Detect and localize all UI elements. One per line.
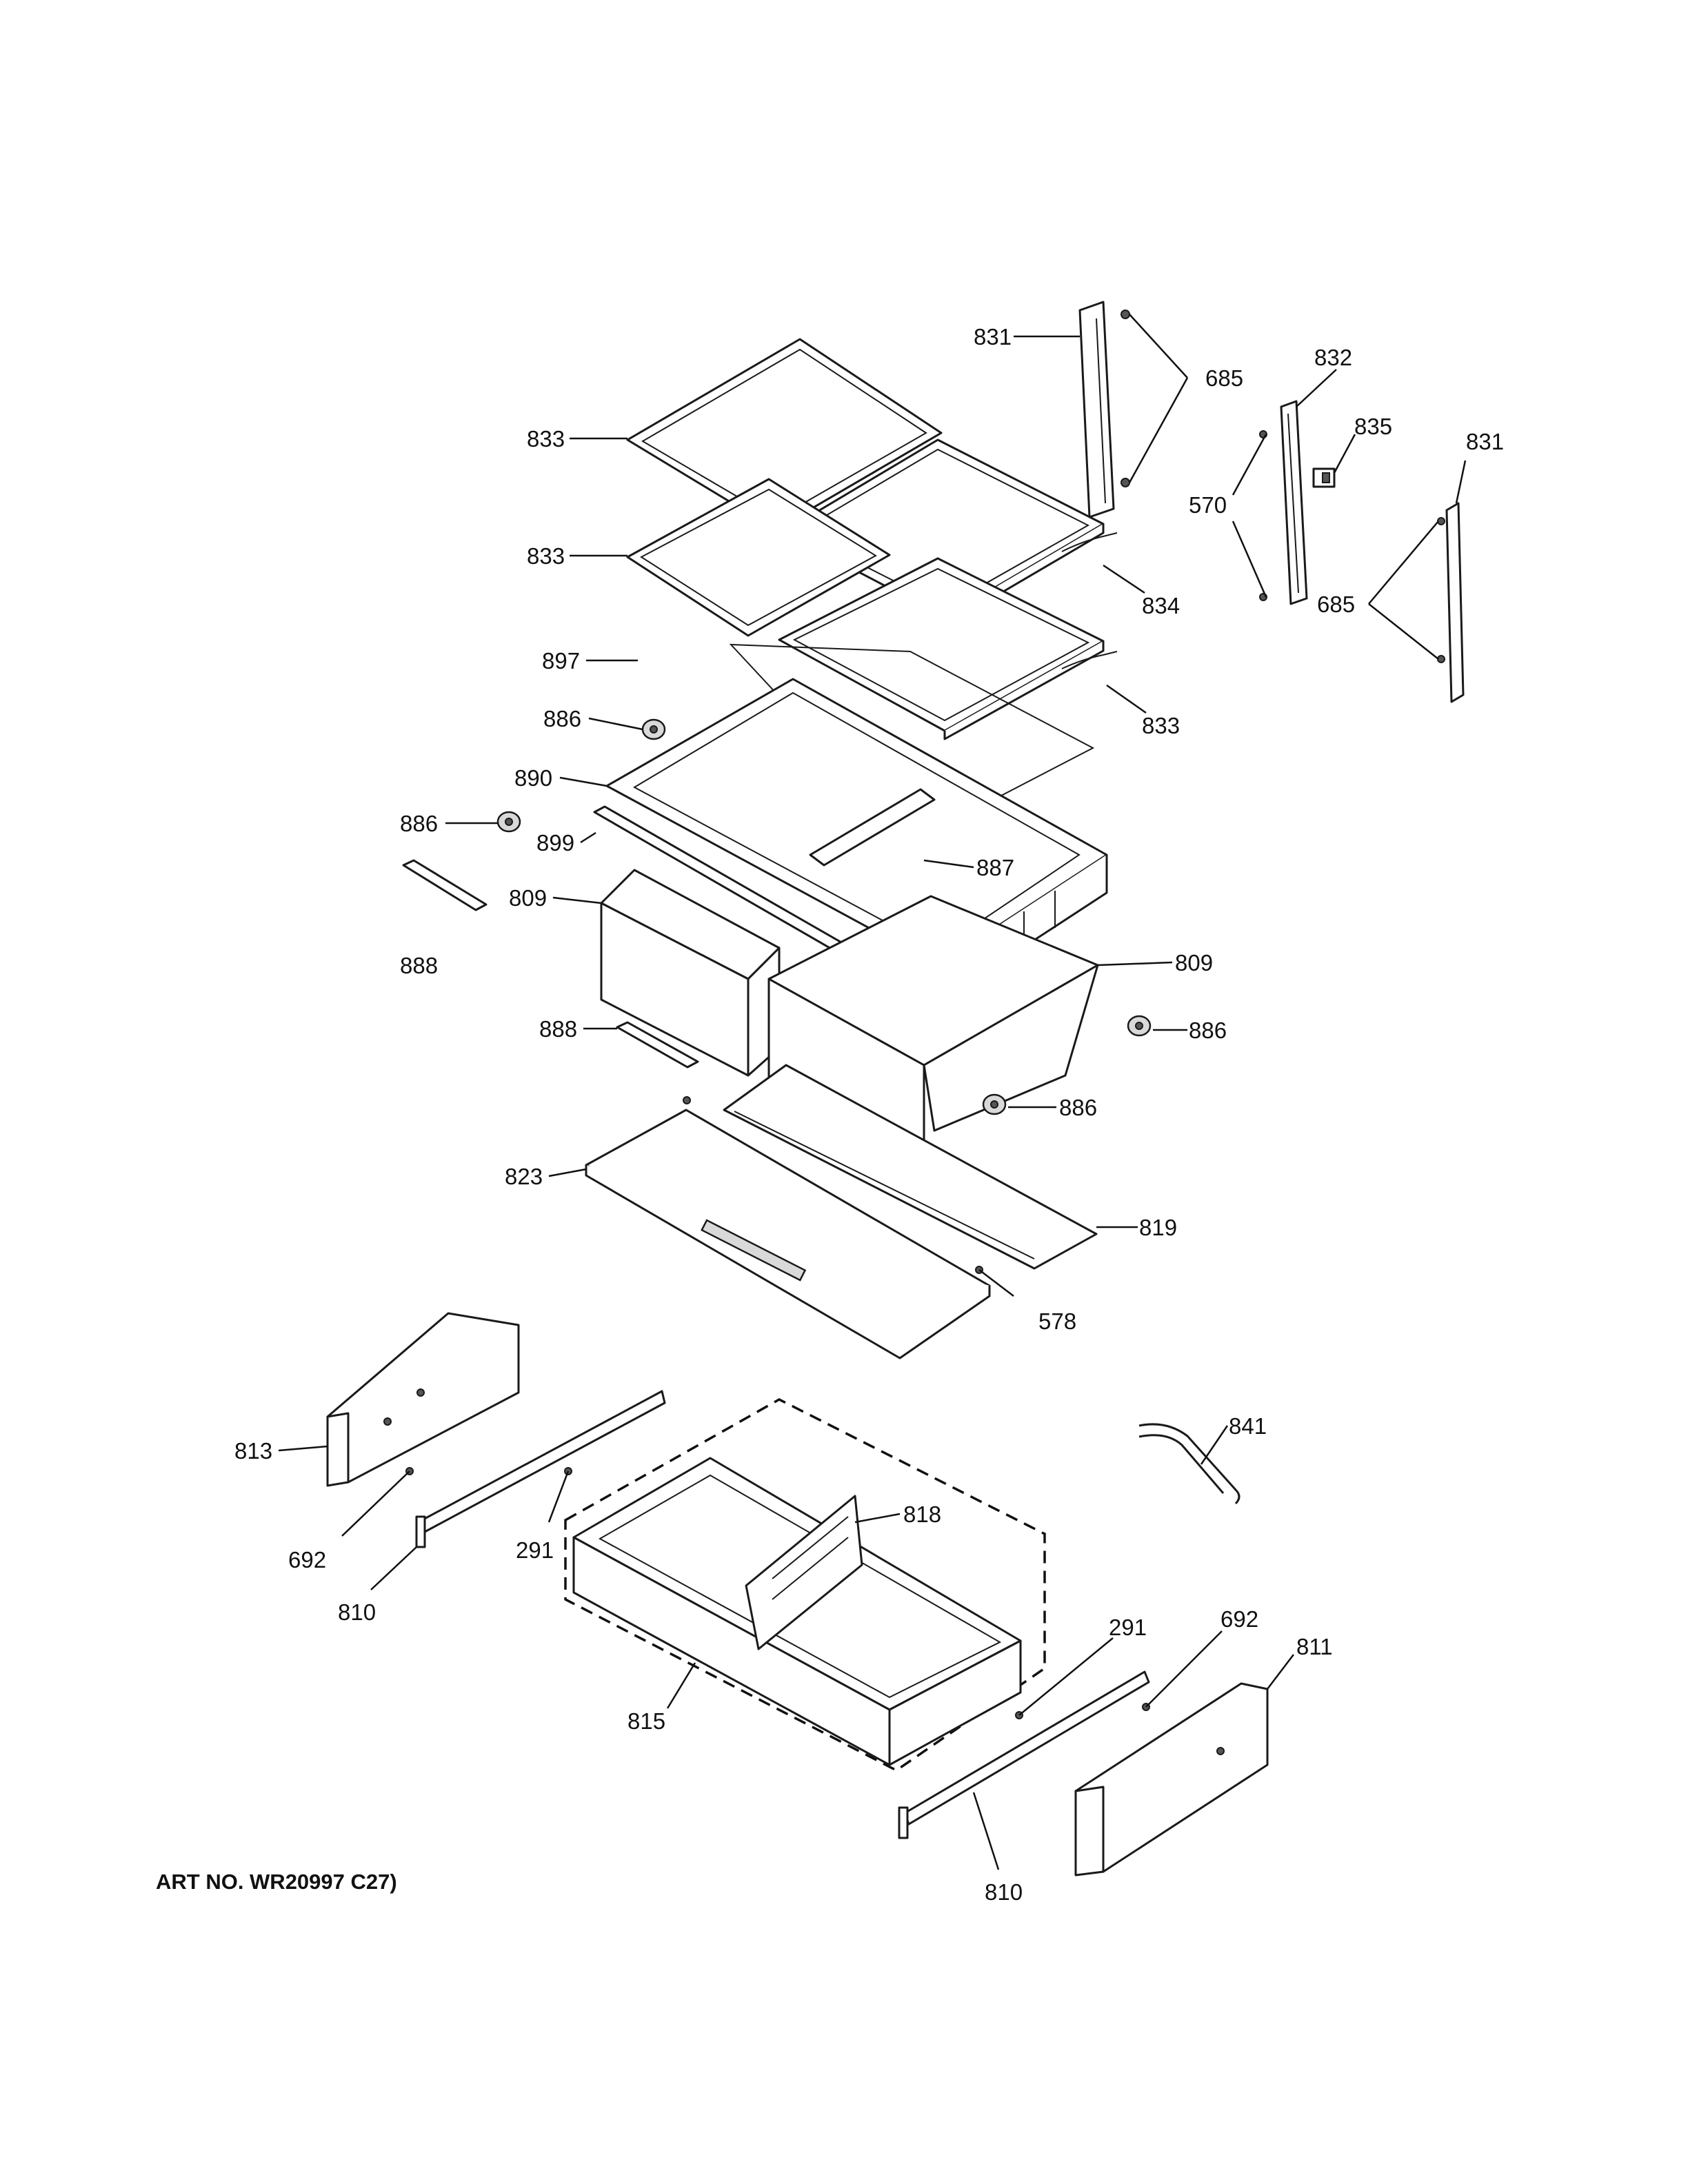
roller-886-c: [1127, 1015, 1152, 1037]
callout-886-c: 886: [1189, 1018, 1227, 1043]
callout-818: 818: [903, 1502, 941, 1527]
callout-886-a: 886: [543, 706, 581, 731]
bracket-813: [326, 1312, 520, 1487]
rail-831-right: [1445, 502, 1465, 703]
callout-578: 578: [1038, 1308, 1076, 1334]
callout-888-b: 888: [539, 1016, 577, 1042]
callout-835: 835: [1354, 414, 1392, 439]
callout-570: 570: [1189, 492, 1227, 518]
callout-886-d: 886: [1059, 1095, 1097, 1120]
callout-823: 823: [505, 1164, 543, 1189]
screws-570: [1259, 430, 1267, 601]
callout-819: 819: [1139, 1215, 1177, 1240]
callout-833-a: 833: [527, 426, 565, 452]
callout-890: 890: [514, 765, 552, 791]
callout-809-a: 809: [509, 885, 547, 911]
callout-810-b: 810: [985, 1879, 1023, 1905]
callout-815: 815: [627, 1708, 665, 1734]
callout-685-b: 685: [1317, 592, 1355, 617]
roller-886-a: [641, 718, 666, 740]
leader-lines: [278, 314, 1467, 1870]
shelf-833-top-left: [626, 338, 943, 531]
cover-819: [723, 1064, 1098, 1270]
callout-813: 813: [234, 1438, 272, 1464]
callout-832: 832: [1314, 345, 1352, 370]
slide-810-right: [898, 1670, 1150, 1839]
art-number: ART NO. WR20997 C27): [156, 1870, 397, 1894]
drawer-815-outline: [564, 1398, 1046, 1772]
divider-818: [745, 1495, 863, 1650]
callout-811: 811: [1296, 1634, 1333, 1659]
rail-832: [1280, 400, 1308, 605]
callout-897: 897: [542, 648, 580, 674]
screws-685-bottom: [1437, 517, 1445, 663]
bumper-888-a: [402, 859, 488, 911]
callout-834: 834: [1142, 593, 1180, 618]
callout-809-b: 809: [1175, 950, 1213, 975]
callout-685-a: 685: [1205, 365, 1243, 391]
bumper-888-b: [616, 1021, 699, 1069]
callout-833-b: 833: [527, 543, 565, 569]
callout-887: 887: [976, 855, 1014, 880]
divider-887: [809, 788, 936, 867]
wire-841: [1138, 1423, 1240, 1505]
callout-692-b: 692: [1220, 1606, 1258, 1632]
shelf-833-middle-left: [626, 478, 891, 637]
slide-810-left: [415, 1390, 666, 1548]
callout-888-a: 888: [400, 953, 438, 978]
callout-810-a: 810: [338, 1599, 376, 1625]
callout-899: 899: [536, 830, 574, 856]
bracket-811: [1074, 1682, 1269, 1877]
rail-831-left: [1078, 301, 1115, 518]
bracket-835: [1312, 467, 1336, 488]
callout-831-b: 831: [1466, 429, 1504, 454]
cover-823: [585, 1109, 991, 1359]
callout-291-a: 291: [516, 1537, 554, 1563]
callout-833-c: 833: [1142, 713, 1180, 738]
callout-841: 841: [1229, 1413, 1267, 1439]
shelf-833-middle-right: [778, 557, 1118, 740]
screws-685-top: [1121, 310, 1130, 487]
callout-692-a: 692: [288, 1547, 326, 1573]
callout-831-a: 831: [974, 324, 1012, 350]
roller-886-b: [496, 811, 521, 833]
callout-291-b: 291: [1109, 1615, 1147, 1640]
roller-886-d: [982, 1093, 1007, 1115]
callout-886-b: 886: [400, 811, 438, 836]
